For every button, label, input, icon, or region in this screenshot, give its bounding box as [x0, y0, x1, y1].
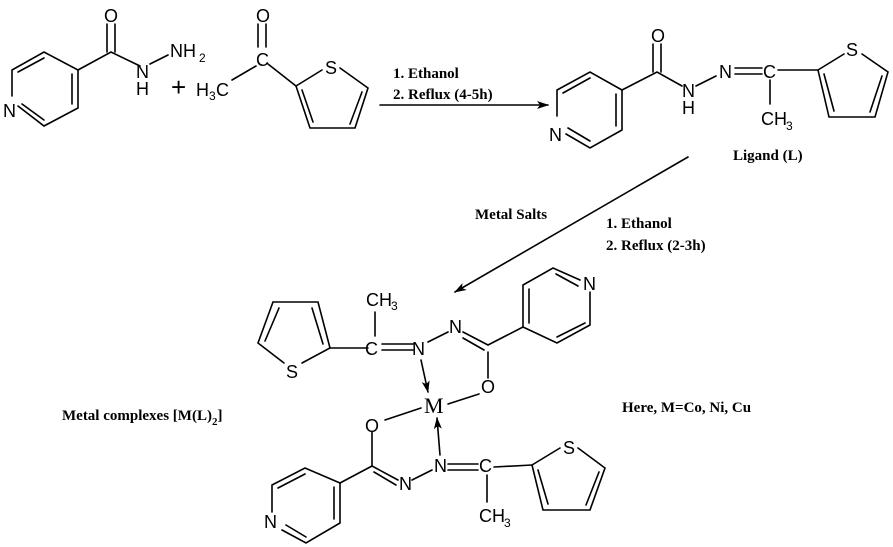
atom-s: S	[325, 58, 337, 78]
atom-n: N	[264, 512, 277, 532]
atom-h: H	[196, 80, 209, 100]
atom-o: O	[481, 377, 495, 397]
metal-atom: M	[424, 393, 444, 418]
atom-n: N	[449, 317, 462, 337]
metal-note: Here, M=Co, Ni, Cu	[622, 400, 751, 416]
atom-o: O	[256, 6, 270, 26]
step1-condition-2: 2. Reflux (4-5h)	[393, 87, 493, 103]
atom-n: N	[434, 456, 447, 476]
atom-s: S	[286, 362, 298, 382]
acetylthiophene-structure: H 3 C C O S	[196, 6, 369, 129]
metal-complex-structure: C CH 3 S N N O N M O N N C CH 3 S N	[257, 267, 606, 544]
ligand-label: Ligand (L)	[733, 148, 803, 164]
atom-n: N	[549, 125, 562, 145]
subscript: 3	[391, 299, 398, 313]
atom-o: O	[651, 26, 665, 46]
subscript: 3	[209, 89, 216, 103]
atom-ch3: CH	[366, 290, 392, 310]
subscript: 3	[786, 119, 793, 133]
plus-sign: +	[171, 72, 186, 102]
atom-n: N	[719, 62, 732, 82]
atom-n: N	[583, 274, 596, 294]
atom-c: C	[763, 62, 776, 82]
atom-c: C	[365, 339, 378, 359]
atom-s: S	[846, 40, 858, 60]
subscript: 3	[504, 516, 511, 530]
step1-condition-1: 1. Ethanol	[393, 66, 459, 82]
atom-n: N	[682, 81, 695, 101]
reaction-arrow-2	[454, 156, 689, 293]
atom-s: S	[563, 438, 575, 458]
atom-n: N	[399, 474, 412, 494]
atom-nh2: NH	[170, 41, 196, 61]
atom-o: O	[365, 416, 379, 436]
step2-condition-2: 2. Reflux (2-3h)	[606, 238, 706, 254]
atom-c: C	[479, 456, 492, 476]
complex-label: Metal complexes [M(L)2]	[62, 408, 222, 428]
atom-ch3: CH	[479, 506, 505, 526]
atom-h: H	[682, 98, 695, 118]
ligand-structure: N O N H N C CH 3 S	[549, 26, 889, 149]
atom-ch3: CH	[761, 109, 787, 129]
metal-salts-label: Metal Salts	[475, 207, 547, 223]
atom-c: C	[256, 50, 269, 70]
atom-h: H	[136, 79, 149, 99]
atom-o: O	[104, 6, 118, 26]
isoniazid-structure: N O N H NH 2	[3, 6, 206, 127]
step2-condition-1: 1. Ethanol	[606, 216, 672, 232]
atom-n: N	[3, 101, 16, 121]
atom-n: N	[412, 339, 425, 359]
atom-c: C	[216, 80, 229, 100]
atom-n: N	[136, 62, 149, 82]
subscript: 2	[199, 51, 206, 65]
